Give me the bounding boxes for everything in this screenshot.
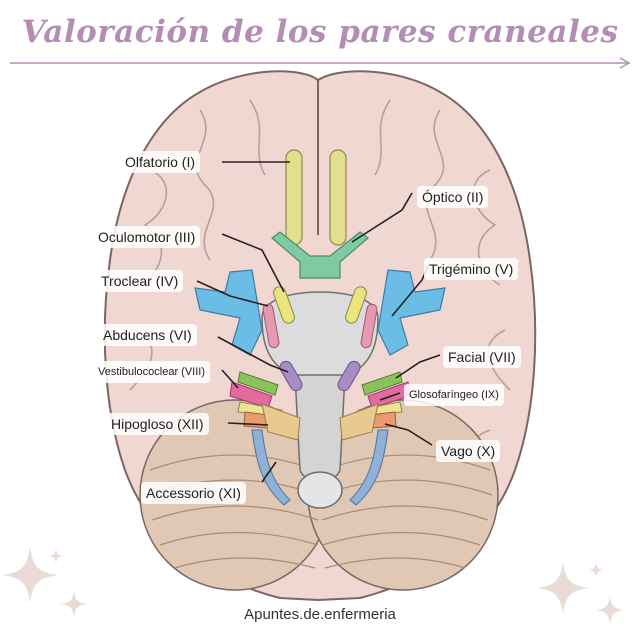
- label-oculomotor: Oculomotor (III): [93, 226, 201, 248]
- label-facial: Facial (VII): [443, 346, 521, 368]
- medulla: [294, 374, 346, 482]
- optic-chiasm: [271, 231, 369, 279]
- facial-right: [361, 371, 403, 396]
- hipogloso-right: [339, 403, 379, 441]
- accesorio-left: [251, 429, 291, 506]
- abducens-right: [337, 360, 361, 392]
- trigeminal-left: [194, 269, 263, 356]
- label-trigemino: Trigémino (V): [424, 258, 519, 280]
- hipogloso-left: [261, 403, 301, 441]
- title-underline-arrow: [10, 57, 631, 69]
- sparkle-icon: [60, 590, 88, 618]
- olfactory-tract-left: [285, 149, 303, 246]
- label-olfatorio: Olfatorio (I): [120, 151, 201, 173]
- sparkle-icon: [536, 561, 590, 615]
- sparkle-icon: [596, 596, 624, 624]
- abducens-left: [279, 360, 303, 392]
- label-accesorio: Accessorio (XI): [141, 482, 246, 504]
- facial-left: [237, 371, 279, 396]
- label-hipogloso: Hipogloso (XII): [106, 413, 209, 435]
- label-abducens: Abducens (VI): [98, 324, 197, 346]
- label-troclear: Troclear (IV): [96, 270, 184, 292]
- page-title: Valoración de los pares craneales: [21, 14, 619, 50]
- sparkle-icon: [2, 547, 58, 603]
- sparkle-icon: [588, 562, 604, 578]
- leader-lines: [196, 161, 441, 483]
- trigeminal-right: [377, 269, 446, 356]
- accesorio-right: [349, 429, 389, 506]
- label-glosofaringeo: Glosofaríngeo (IX): [404, 384, 504, 406]
- footer-credit: Apuntes.de.enfermeria: [244, 606, 396, 623]
- oculomotor-left: [273, 286, 295, 324]
- label-vestibulococlear: Vestibulococlear (VIII): [93, 361, 210, 383]
- olfactory-tract-right: [329, 149, 347, 246]
- troclear-right: [360, 303, 378, 349]
- troclear-left: [262, 303, 280, 349]
- label-vago: Vago (X): [436, 440, 501, 462]
- spinal-cord: [297, 471, 343, 509]
- sparkle-icon: [48, 548, 64, 564]
- oculomotor-right: [345, 286, 367, 324]
- label-optico: Óptico (II): [417, 186, 489, 208]
